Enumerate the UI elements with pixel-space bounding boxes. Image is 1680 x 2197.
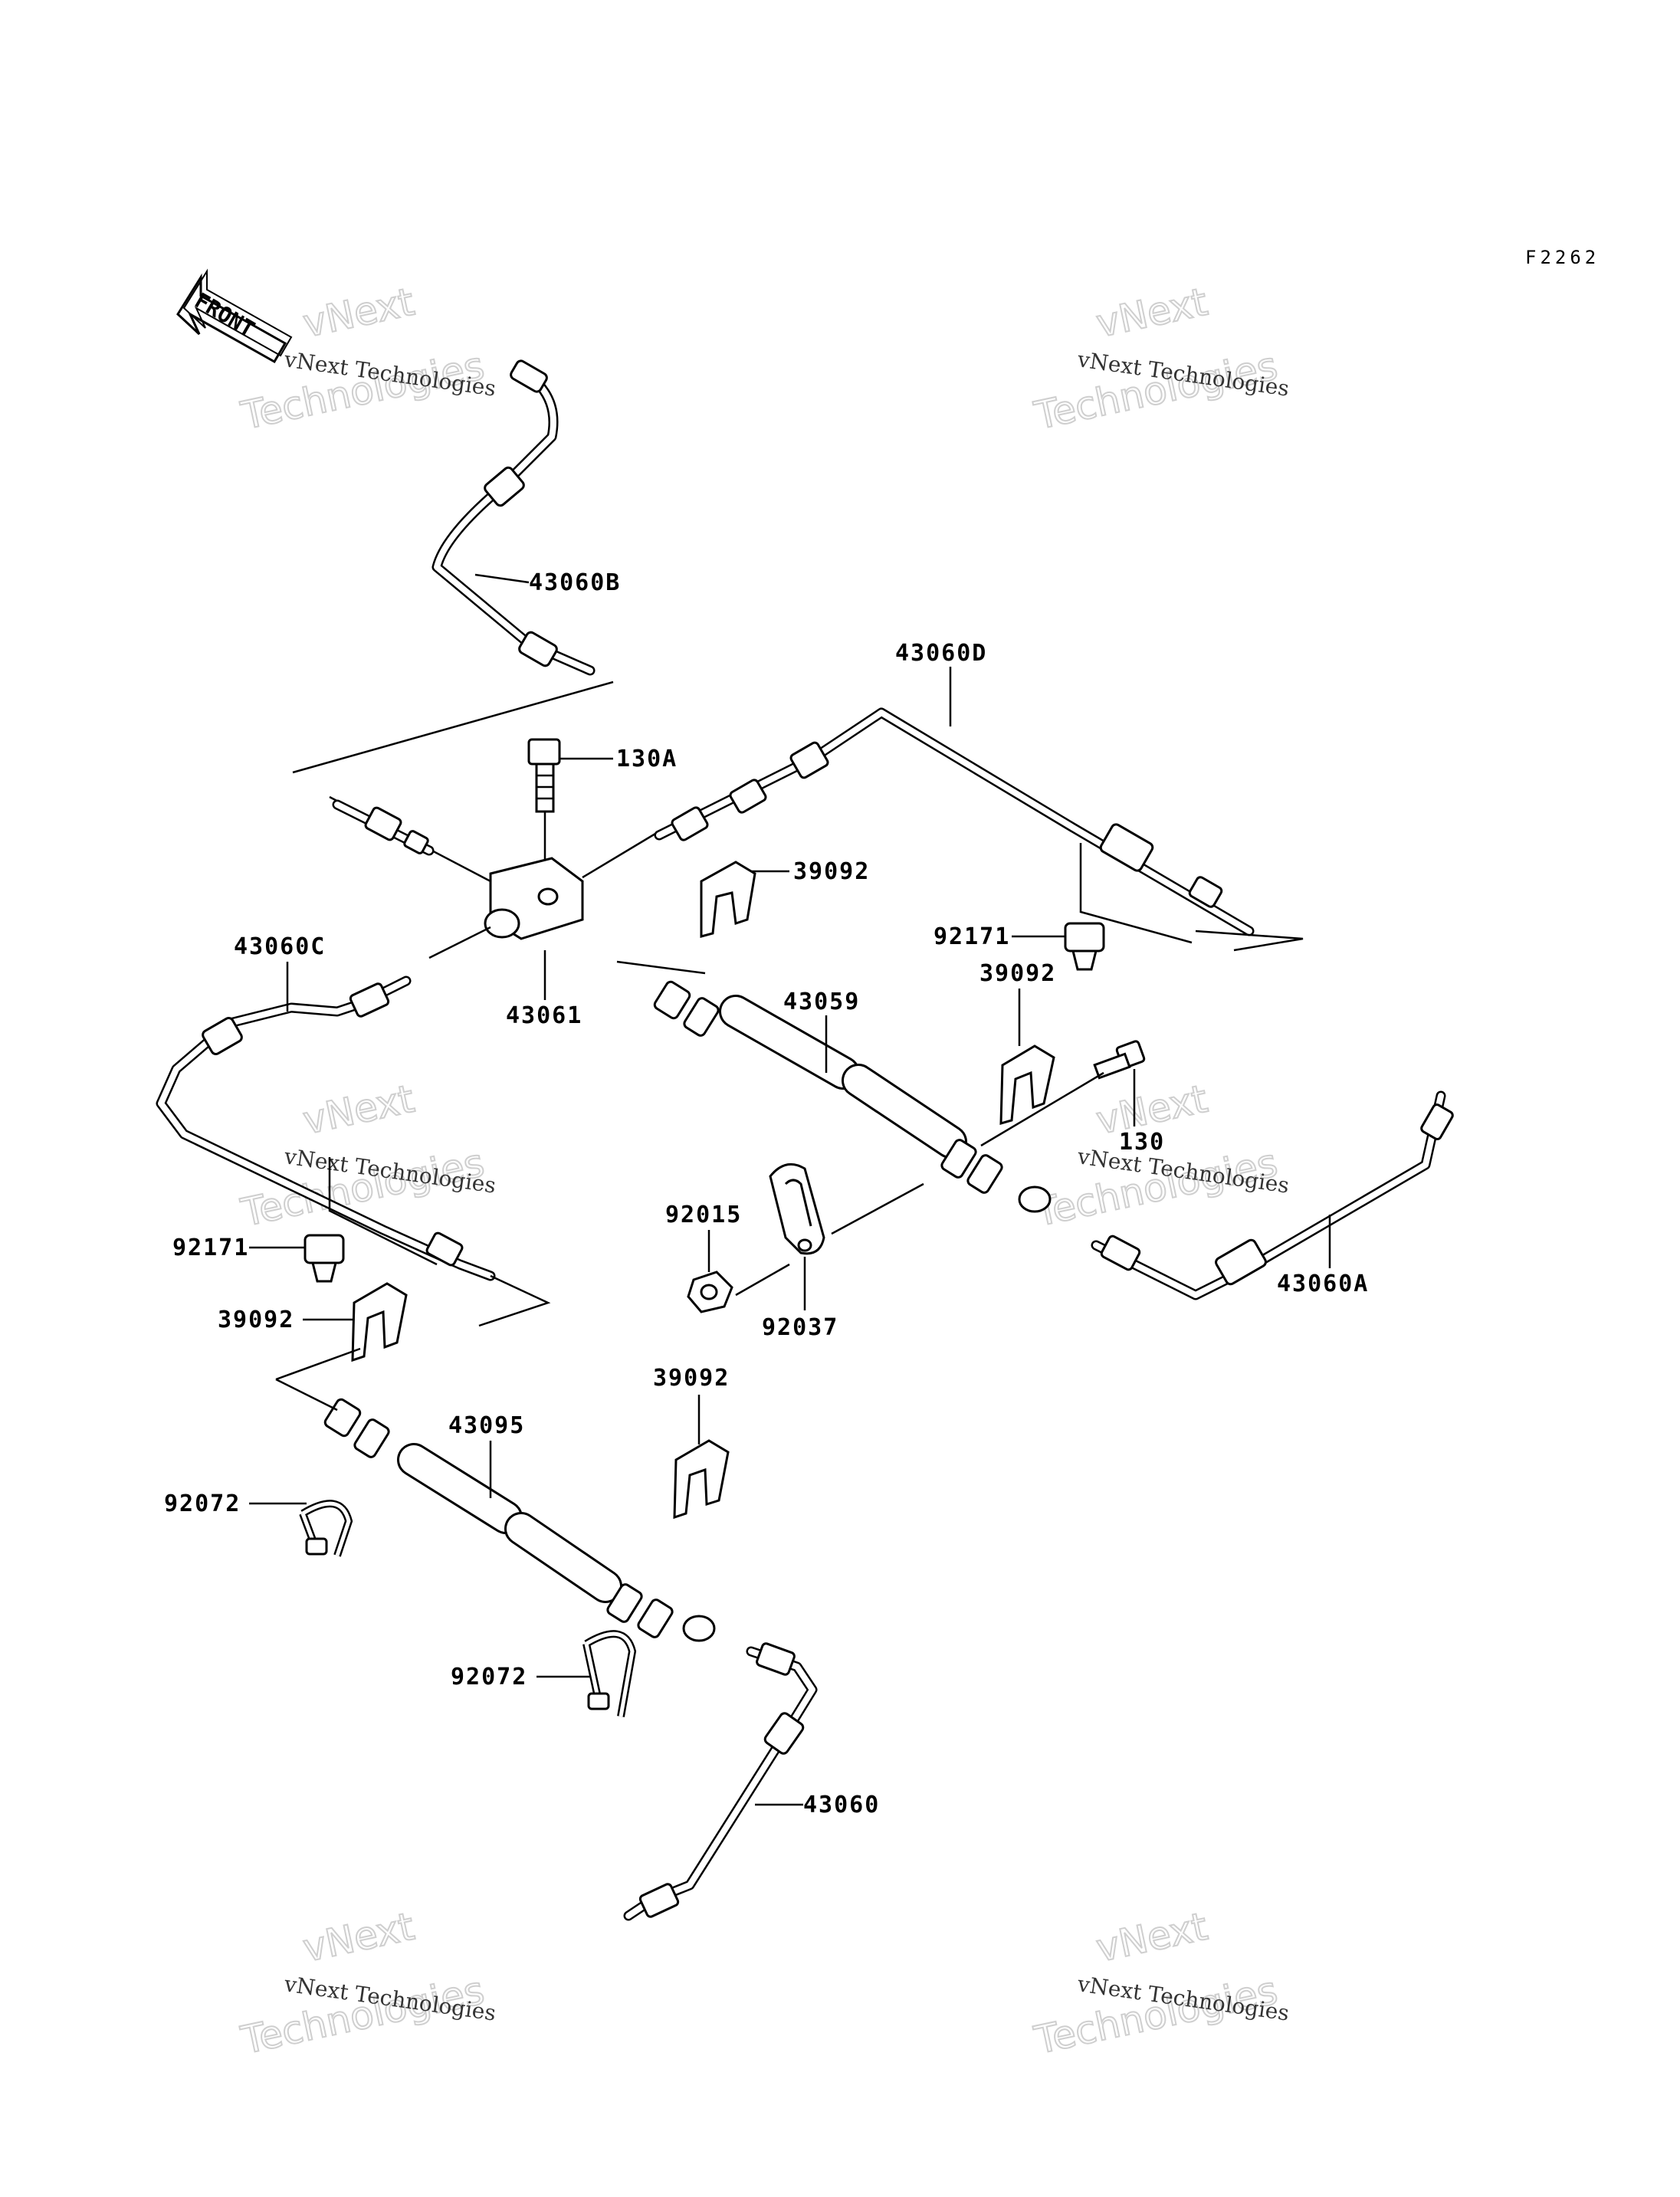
clip-39092-b	[999, 1044, 1055, 1126]
label-43061: 43061	[506, 1002, 582, 1029]
guide-43061-right	[582, 830, 660, 879]
fitting-joint-left	[332, 799, 435, 856]
label-92072-b: 92072	[451, 1664, 527, 1690]
label-43095: 43095	[448, 1412, 525, 1439]
guide-43060c-end	[478, 1274, 551, 1327]
front-arrow-icon: FRONT	[176, 268, 293, 364]
label-43060a: 43060A	[1277, 1271, 1369, 1297]
guide-43060b	[292, 680, 614, 774]
label-43060d: 43060D	[895, 640, 987, 667]
brake-hose-43095	[323, 1398, 716, 1642]
svg-text:vNext: vNext	[1092, 280, 1211, 346]
band-92072-b	[582, 1630, 637, 1717]
brake-joint-43061	[484, 857, 584, 940]
diagram-code: F2262	[1525, 247, 1600, 268]
bolt-130a	[527, 738, 561, 813]
clamp-92171-a	[1064, 922, 1105, 971]
brake-pipe-43060a	[1091, 1090, 1454, 1300]
guide-43060d	[1079, 843, 1193, 944]
label-92037: 92037	[762, 1314, 838, 1341]
watermark-bottom-left: vNext Technologies vNext Technologies	[236, 1904, 497, 2064]
label-43059: 43059	[783, 989, 860, 1015]
clip-39092-d	[673, 1439, 730, 1520]
label-39092-c: 39092	[218, 1307, 294, 1333]
label-92072-a: 92072	[164, 1490, 241, 1517]
bolt-130	[1093, 1040, 1146, 1080]
brake-pipe-43060d	[654, 707, 1255, 936]
watermark-mid-left: vNext Technologies vNext Technologies	[236, 1076, 497, 1236]
guide-43060d-end	[1195, 930, 1304, 952]
leader-43060b	[474, 573, 530, 584]
label-39092-a: 39092	[793, 858, 870, 885]
brake-pipe-43060c	[156, 976, 496, 1281]
svg-text:vNext: vNext	[299, 1077, 418, 1143]
clip-39092-a	[700, 861, 756, 938]
label-92171-a: 92171	[934, 923, 1010, 950]
watermark-top-right: vNext Technologies vNext Technologies	[1029, 279, 1291, 439]
svg-text:vNext: vNext	[299, 280, 418, 346]
brake-hose-43059	[653, 980, 1052, 1213]
label-130: 130	[1119, 1129, 1165, 1156]
guide-43095-left	[275, 1347, 361, 1381]
label-130a: 130A	[616, 746, 678, 772]
label-92015: 92015	[665, 1202, 742, 1228]
label-43060: 43060	[803, 1792, 880, 1818]
svg-text:vNext: vNext	[299, 1904, 418, 1971]
label-43060c: 43060C	[234, 933, 326, 960]
label-43060b: 43060B	[529, 569, 621, 596]
label-39092-d: 39092	[653, 1365, 730, 1392]
guide-92037	[735, 1263, 790, 1297]
clip-39092-c	[351, 1282, 408, 1362]
guide-43059-top	[616, 960, 706, 975]
brake-pipe-43060b	[431, 359, 596, 676]
guide-43060c-mid	[328, 1157, 438, 1266]
guide-130	[980, 1071, 1104, 1147]
clamp-92037	[769, 1162, 825, 1255]
band-92072-a	[299, 1500, 353, 1557]
clamp-92171-b	[304, 1234, 345, 1283]
guide-43060c	[428, 926, 491, 959]
label-92171-b: 92171	[172, 1235, 249, 1261]
guide-43095-top	[275, 1378, 338, 1412]
watermark-mid-right: vNext Technologies vNext Technologies	[1029, 1076, 1291, 1236]
guide-43059-bottom	[831, 1182, 924, 1235]
label-39092-b: 39092	[979, 960, 1056, 987]
watermark-bottom-right: vNext Technologies vNext Technologies	[1029, 1904, 1291, 2064]
svg-text:vNext: vNext	[1092, 1904, 1211, 1971]
nut-92015	[687, 1271, 733, 1313]
brake-pipe-43060	[623, 1642, 818, 1921]
